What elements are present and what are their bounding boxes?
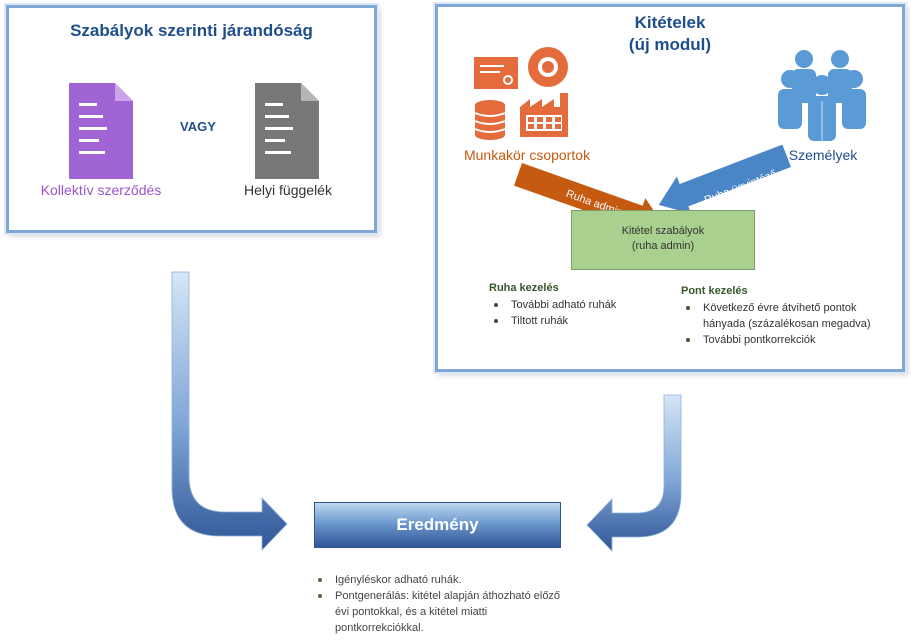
- job-groups-label: Munkakör csoportok: [463, 147, 591, 163]
- clothes-handling-section: Ruha kezelés További adható ruhák Tiltot…: [489, 282, 669, 329]
- points-handling-section: Pont kezelés Következő évre átvihető pon…: [681, 285, 891, 348]
- clothes-handling-heading: Ruha kezelés: [489, 282, 559, 294]
- result-list: Igényléskor adható ruhák. Pontgenerálás:…: [313, 572, 571, 636]
- left-connector-arrow: [171, 271, 288, 551]
- list-item: Tiltott ruhák: [489, 313, 669, 329]
- persons-icon: [778, 50, 866, 141]
- conditions-title-line1: Kitételek: [634, 13, 706, 32]
- ruha-ugyintezo-arrow: [658, 144, 791, 214]
- gray-document-icon: [255, 83, 319, 179]
- right-connector-arrow: [586, 394, 682, 552]
- list-item: Igényléskor adható ruhák.: [313, 572, 571, 588]
- or-text: VAGY: [180, 119, 216, 134]
- points-handling-heading: Pont kezelés: [681, 285, 748, 297]
- job-groups-icon: [474, 47, 568, 140]
- rules-panel-title: Szabályok szerinti járandóság: [70, 21, 313, 40]
- conditions-title-line2: (új modul): [628, 35, 712, 54]
- local-appendix-label: Helyi függelék: [244, 182, 332, 198]
- list-item: További pontkorrekciók: [681, 332, 891, 348]
- conditions-module-panel: Kitételek (új modul) Munkakör csoportok: [435, 4, 905, 372]
- result-box: Eredmény: [314, 502, 561, 548]
- list-item: További adható ruhák: [489, 297, 669, 313]
- list-item: Pontgenerálás: kitétel alapján áthozható…: [313, 588, 571, 636]
- persons-label: Személyek: [788, 147, 858, 163]
- purple-document-icon: [69, 83, 133, 179]
- collective-agreement-label: Kollektív szerződés: [40, 182, 162, 198]
- conditions-rules-box: Kitétel szabályok (ruha admin): [571, 210, 755, 270]
- list-item: Következő évre átvihető pontok hányada (…: [681, 300, 891, 332]
- clothes-handling-list: További adható ruhák Tiltott ruhák: [489, 297, 669, 329]
- rules-box-line1: Kitétel szabályok: [621, 225, 705, 237]
- rules-box-line2: (ruha admin): [631, 240, 695, 252]
- points-handling-list: Következő évre átvihető pontok hányada (…: [681, 300, 891, 348]
- rules-entitlement-panel: Szabályok szerinti járandóság Kollektív …: [6, 5, 377, 233]
